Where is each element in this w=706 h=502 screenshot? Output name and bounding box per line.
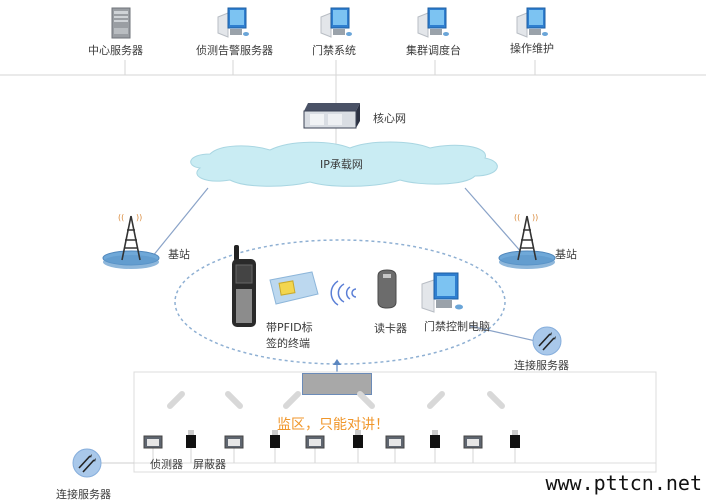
detector-icon[interactable] bbox=[143, 434, 163, 453]
radio-tower-icon: (()) bbox=[498, 213, 556, 269]
rfid-terminal-label-line2: 签的终端 bbox=[266, 337, 310, 350]
central-server-node[interactable] bbox=[108, 6, 134, 44]
connect-server-right[interactable] bbox=[532, 326, 562, 360]
camera-icon bbox=[426, 390, 446, 414]
jammer-icon[interactable] bbox=[270, 430, 280, 452]
svg-text:((: (( bbox=[514, 213, 520, 222]
tower-server-icon bbox=[111, 7, 131, 39]
camera-icon bbox=[224, 390, 244, 414]
detector-icon[interactable] bbox=[224, 434, 244, 453]
pc-connect-line bbox=[469, 325, 541, 343]
access-control-pc[interactable] bbox=[420, 270, 464, 318]
jammer-label: 屏蔽器 bbox=[193, 458, 226, 471]
cloud-bs-left-line bbox=[147, 187, 209, 263]
alarm-server-node[interactable] bbox=[216, 5, 250, 43]
workstation-icon bbox=[320, 7, 352, 38]
cloud-bs-right-line bbox=[464, 187, 531, 263]
dispatch-console-label: 集群调度台 bbox=[406, 44, 461, 57]
workstation-icon bbox=[421, 272, 463, 313]
camera-icon bbox=[356, 390, 376, 414]
svg-text:((: (( bbox=[118, 213, 124, 222]
base-station-left[interactable]: (()) bbox=[100, 210, 162, 276]
arrow-up-icon bbox=[333, 359, 341, 365]
svg-text:)): )) bbox=[136, 213, 142, 222]
access-system-node[interactable] bbox=[319, 5, 353, 43]
connect-server-icon bbox=[532, 326, 562, 356]
camera-icon bbox=[166, 390, 186, 414]
prison-zone-warning: 监区，只能对讲！ bbox=[277, 417, 389, 433]
base-station-right[interactable]: (()) bbox=[496, 210, 558, 276]
handset-icon bbox=[232, 245, 256, 327]
detector-icon[interactable] bbox=[305, 434, 325, 453]
access-system-label: 门禁系统 bbox=[312, 44, 356, 57]
workstation-icon bbox=[516, 7, 548, 38]
jammer-icon[interactable] bbox=[186, 430, 196, 452]
cloud-icon bbox=[190, 141, 498, 187]
rfid-terminal-label: 带PFID标 签的终端 bbox=[266, 320, 313, 352]
detector-icon[interactable] bbox=[385, 434, 405, 453]
base-station-right-label: 基站 bbox=[555, 248, 577, 261]
workstation-icon bbox=[417, 7, 449, 38]
svg-text:)): )) bbox=[532, 213, 538, 222]
card-reader[interactable] bbox=[374, 268, 400, 314]
jammer-icon[interactable] bbox=[510, 430, 520, 452]
maintenance-label: 操作维护 bbox=[510, 42, 554, 55]
ip-bearer-label: IP承载网 bbox=[320, 158, 363, 171]
ip-bearer-cloud bbox=[180, 138, 510, 194]
camera-icon bbox=[486, 390, 506, 414]
alarm-server-label: 侦测告警服务器 bbox=[196, 44, 273, 57]
connect-server-left[interactable] bbox=[72, 448, 102, 482]
rf-waves bbox=[328, 278, 364, 312]
connect-server-right-label: 连接服务器 bbox=[514, 359, 569, 372]
sim-card-icon bbox=[269, 271, 319, 305]
base-station-left-label: 基站 bbox=[168, 248, 190, 261]
detector-label: 侦测器 bbox=[150, 458, 183, 471]
rfid-terminal-label-line1: 带PFID标 bbox=[266, 321, 313, 334]
radio-tower-icon: (()) bbox=[102, 213, 160, 269]
connect-server-icon bbox=[72, 448, 102, 478]
rfid-card bbox=[268, 270, 320, 310]
card-reader-label: 读卡器 bbox=[374, 322, 407, 335]
wireless-signal-icon bbox=[330, 280, 357, 306]
watermark: www.pttcn.net bbox=[545, 471, 702, 495]
maintenance-node[interactable] bbox=[515, 5, 549, 43]
rfid-terminal[interactable] bbox=[228, 245, 260, 333]
core-network-node[interactable] bbox=[302, 101, 362, 133]
rack-server-icon bbox=[303, 103, 360, 129]
central-server-label: 中心服务器 bbox=[88, 44, 143, 57]
workstation-icon bbox=[217, 7, 249, 38]
jammer-icon[interactable] bbox=[353, 430, 363, 452]
camera-icon bbox=[282, 390, 302, 414]
connect-server-left-label: 连接服务器 bbox=[56, 488, 111, 501]
jammer-icon[interactable] bbox=[430, 430, 440, 452]
access-control-pc-label: 门禁控制电脑 bbox=[424, 320, 490, 333]
card-reader-icon bbox=[377, 269, 397, 309]
dispatch-console-node[interactable] bbox=[416, 5, 450, 43]
prison-zone-frame bbox=[133, 371, 657, 473]
core-network-label: 核心网 bbox=[373, 112, 406, 125]
detector-icon[interactable] bbox=[463, 434, 483, 453]
zone-gateway-box[interactable] bbox=[302, 373, 372, 395]
